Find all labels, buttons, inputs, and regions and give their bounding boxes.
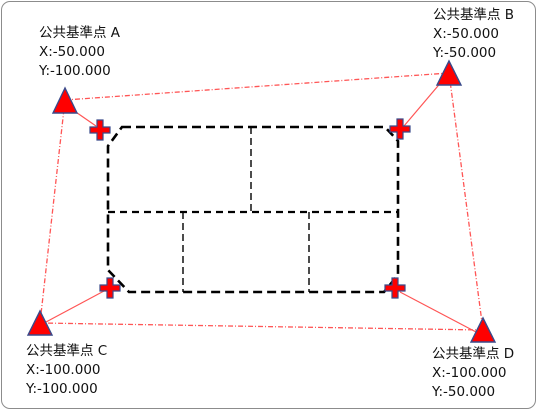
parcel [106, 125, 400, 294]
leader-lines [45, 79, 477, 333]
point-c-y: Y:-100.000 [26, 381, 98, 397]
control-network [39, 72, 484, 331]
red-cross-icon [384, 277, 406, 299]
leader-d [399, 291, 477, 333]
point-d-x: X:-100.000 [432, 365, 507, 381]
label-point-d: 公共基準点 D X:-100.000 Y:-50.000 [432, 345, 514, 402]
label-point-a: 公共基準点 A X:-50.000 Y:-100.000 [39, 24, 120, 81]
corner-markers [89, 118, 411, 299]
control-points [26, 59, 497, 343]
point-a-x: X:-50.000 [39, 44, 105, 60]
link-b-d [448, 72, 484, 331]
leader-c [45, 290, 105, 323]
point-c-x: X:-100.000 [26, 362, 101, 378]
red-triangle-icon [26, 309, 54, 336]
label-point-b: 公共基準点 B X:-50.000 Y:-50.000 [433, 6, 514, 63]
point-c-name: 公共基準点 C [26, 343, 108, 359]
red-cross-icon [99, 277, 121, 299]
red-triangle-icon [469, 316, 497, 343]
point-d-y: Y:-50.000 [432, 384, 496, 400]
point-a-name: 公共基準点 A [39, 25, 121, 41]
red-triangle-icon [51, 86, 79, 114]
leader-b [403, 79, 444, 127]
point-d-name: 公共基準点 D [432, 346, 515, 362]
point-b-name: 公共基準点 B [433, 7, 515, 23]
point-a-y: Y:-100.000 [39, 63, 111, 79]
link-a-b [64, 72, 450, 101]
red-triangle-icon [435, 59, 463, 86]
link-c-a [39, 99, 66, 324]
red-cross-icon [89, 119, 111, 141]
point-b-y: Y:-50.000 [433, 45, 497, 61]
point-b-x: X:-50.000 [433, 26, 499, 42]
label-point-c: 公共基準点 C X:-100.000 Y:-100.000 [26, 342, 107, 399]
parcel-outline [106, 125, 400, 294]
red-cross-icon [389, 118, 411, 140]
link-d-c [39, 322, 484, 331]
